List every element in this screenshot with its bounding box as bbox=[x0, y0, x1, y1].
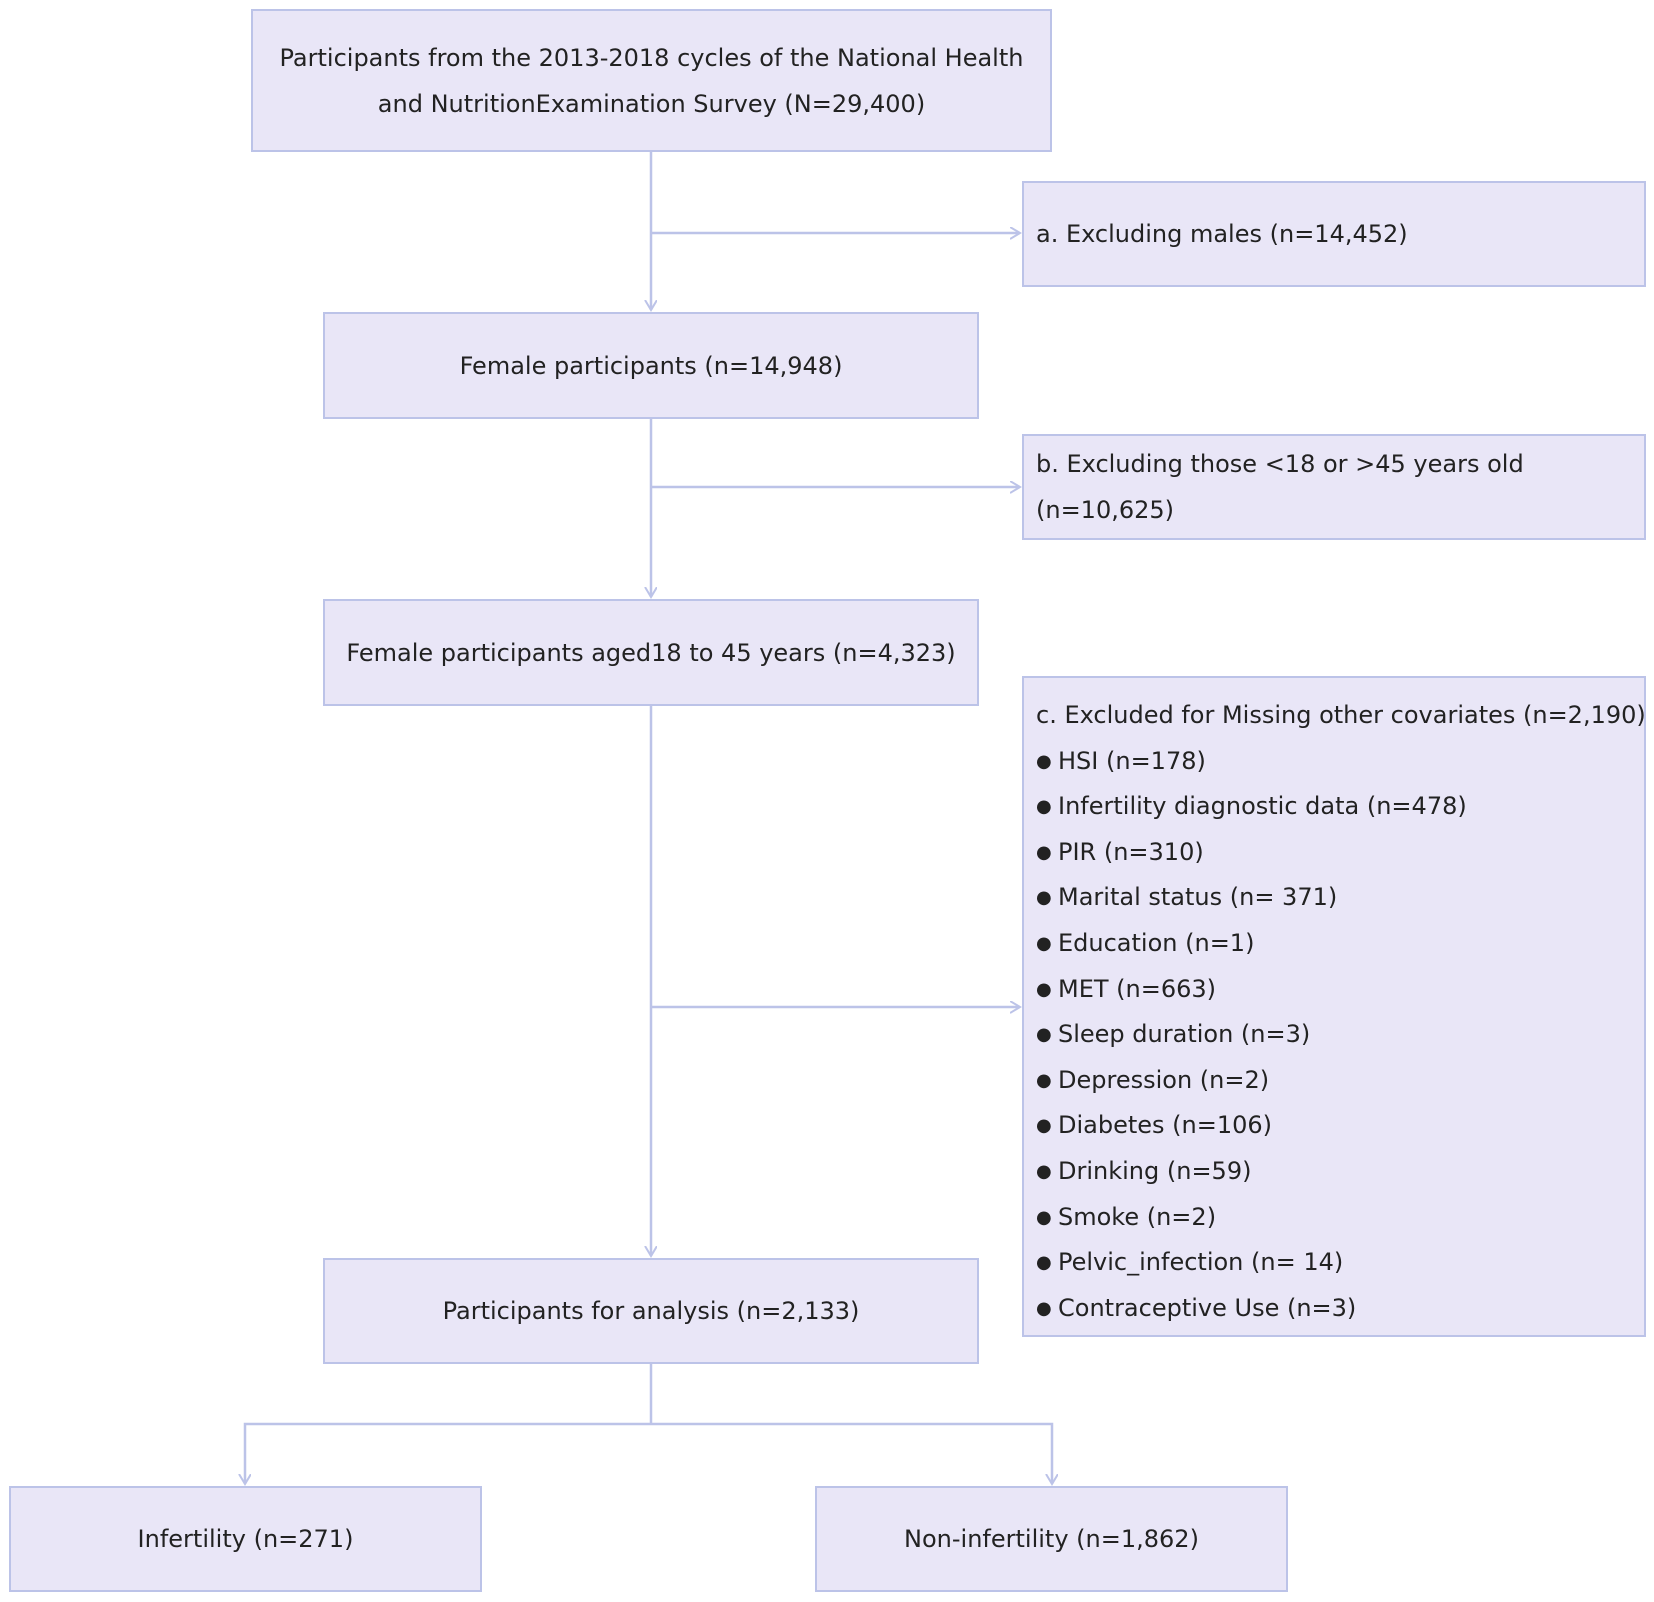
bullet-icon: ● bbox=[1036, 932, 1052, 954]
exclusion-c-item-label: MET (n=663) bbox=[1058, 974, 1217, 1003]
exclusion-c-item: ● PIR (n=310) bbox=[1036, 830, 1644, 876]
box-exclusion-a: a. Excluding males (n=14,452) bbox=[1022, 181, 1646, 287]
exclusion-c-list: ● HSI (n=178) ● Infertility diagnostic data… bbox=[1036, 739, 1644, 1332]
bullet-icon: ● bbox=[1036, 1115, 1052, 1137]
exclusion-c-item-label: Infertility diagnostic data (n=478) bbox=[1058, 792, 1467, 821]
exclusion-c-item-label: Marital status (n= 371) bbox=[1058, 883, 1338, 912]
exclusion-c-item: ● Sleep duration (n=3) bbox=[1036, 1012, 1644, 1058]
box-aged-18-45: Female participants aged18 to 45 years (… bbox=[323, 599, 979, 706]
box-infertility: Infertility (n=271) bbox=[9, 1486, 482, 1592]
bullet-icon: ● bbox=[1036, 796, 1052, 818]
non-infertility-text: Non-infertility (n=1,862) bbox=[904, 1525, 1199, 1553]
infertility-text: Infertility (n=271) bbox=[137, 1525, 354, 1553]
box-exclusion-b: b. Excluding those <18 or >45 years old … bbox=[1022, 434, 1646, 540]
exclusion-c-item-label: Drinking (n=59) bbox=[1058, 1156, 1252, 1185]
bullet-icon: ● bbox=[1036, 978, 1052, 1000]
exclusion-c-item: ● Education (n=1) bbox=[1036, 921, 1644, 967]
exclusion-c-item-label: PIR (n=310) bbox=[1058, 837, 1204, 866]
bullet-icon: ● bbox=[1036, 1252, 1052, 1274]
bullet-icon: ● bbox=[1036, 750, 1052, 772]
bullet-icon: ● bbox=[1036, 841, 1052, 863]
exclusion-b-text: b. Excluding those <18 or >45 years old … bbox=[1036, 450, 1524, 524]
box-exclusion-c: c. Excluded for Missing other covariates… bbox=[1022, 676, 1646, 1337]
bullet-icon: ● bbox=[1036, 887, 1052, 909]
exclusion-a-text: a. Excluding males (n=14,452) bbox=[1036, 220, 1408, 248]
bullet-icon: ● bbox=[1036, 1069, 1052, 1091]
exclusion-c-item-label: HSI (n=178) bbox=[1058, 746, 1206, 775]
bullet-icon: ● bbox=[1036, 1297, 1052, 1319]
exclusion-c-item-label: Education (n=1) bbox=[1058, 928, 1255, 957]
exclusion-c-heading: c. Excluded for Missing other covariates… bbox=[1036, 701, 1646, 729]
aged-18-45-text: Female participants aged18 to 45 years (… bbox=[346, 638, 956, 667]
analysis-text: Participants for analysis (n=2,133) bbox=[442, 1297, 860, 1325]
bullet-icon: ● bbox=[1036, 1024, 1052, 1046]
exclusion-c-item: ● Marital status (n= 371) bbox=[1036, 875, 1644, 921]
exclusion-c-item: ● Drinking (n=59) bbox=[1036, 1149, 1644, 1195]
bullet-icon: ● bbox=[1036, 1206, 1052, 1228]
exclusion-c-item-label: Depression (n=2) bbox=[1058, 1065, 1270, 1094]
arrow-to-infertility bbox=[245, 1422, 651, 1484]
source-population-text: Participants from the 2013-2018 cycles o… bbox=[279, 43, 1024, 118]
exclusion-c-item: ● HSI (n=178) bbox=[1036, 739, 1644, 785]
female-participants-text: Female participants (n=14,948) bbox=[459, 351, 843, 380]
box-non-infertility: Non-infertility (n=1,862) bbox=[815, 1486, 1288, 1592]
exclusion-c-item: ● MET (n=663) bbox=[1036, 967, 1644, 1013]
exclusion-c-item-label: Contraceptive Use (n=3) bbox=[1058, 1293, 1357, 1322]
arrow-to-non-infertility bbox=[651, 1422, 1052, 1484]
exclusion-c-item: ● Infertility diagnostic data (n=478) bbox=[1036, 784, 1644, 830]
box-analysis: Participants for analysis (n=2,133) bbox=[323, 1258, 979, 1364]
box-source-population: Participants from the 2013-2018 cycles o… bbox=[251, 9, 1052, 152]
exclusion-c-item-label: Diabetes (n=106) bbox=[1058, 1111, 1273, 1140]
exclusion-c-item-label: Smoke (n=2) bbox=[1058, 1202, 1217, 1231]
exclusion-c-item: ● Depression (n=2) bbox=[1036, 1058, 1644, 1104]
exclusion-c-item-label: Sleep duration (n=3) bbox=[1058, 1020, 1311, 1049]
bullet-icon: ● bbox=[1036, 1160, 1052, 1182]
exclusion-c-item: ● Diabetes (n=106) bbox=[1036, 1103, 1644, 1149]
exclusion-c-item-label: Pelvic_infection (n= 14) bbox=[1058, 1248, 1344, 1277]
exclusion-c-item: ● Contraceptive Use (n=3) bbox=[1036, 1286, 1644, 1332]
exclusion-c-item: ● Pelvic_infection (n= 14) bbox=[1036, 1240, 1644, 1286]
box-female-participants: Female participants (n=14,948) bbox=[323, 312, 979, 419]
exclusion-c-item: ● Smoke (n=2) bbox=[1036, 1195, 1644, 1241]
